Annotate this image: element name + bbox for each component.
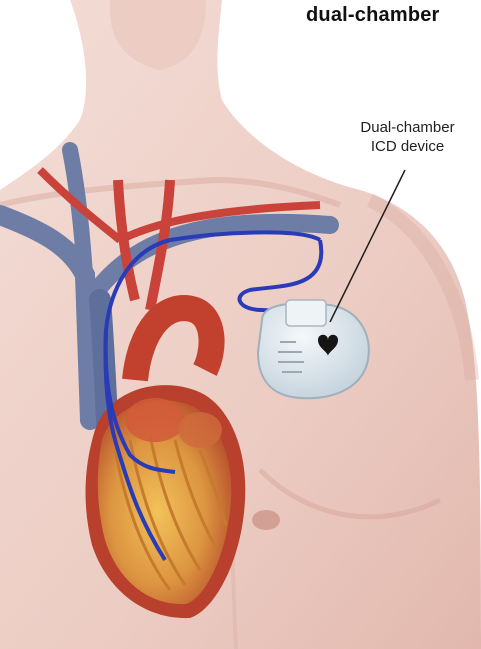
nipple <box>252 510 280 530</box>
icd-device <box>258 300 369 398</box>
callout-line-2: ICD device <box>340 137 475 156</box>
device-header <box>286 300 326 326</box>
callout-line-1: Dual-chamber <box>340 118 475 137</box>
device-callout-label: Dual-chamber ICD device <box>340 118 475 156</box>
diagram-title: dual-chamber <box>306 4 476 27</box>
